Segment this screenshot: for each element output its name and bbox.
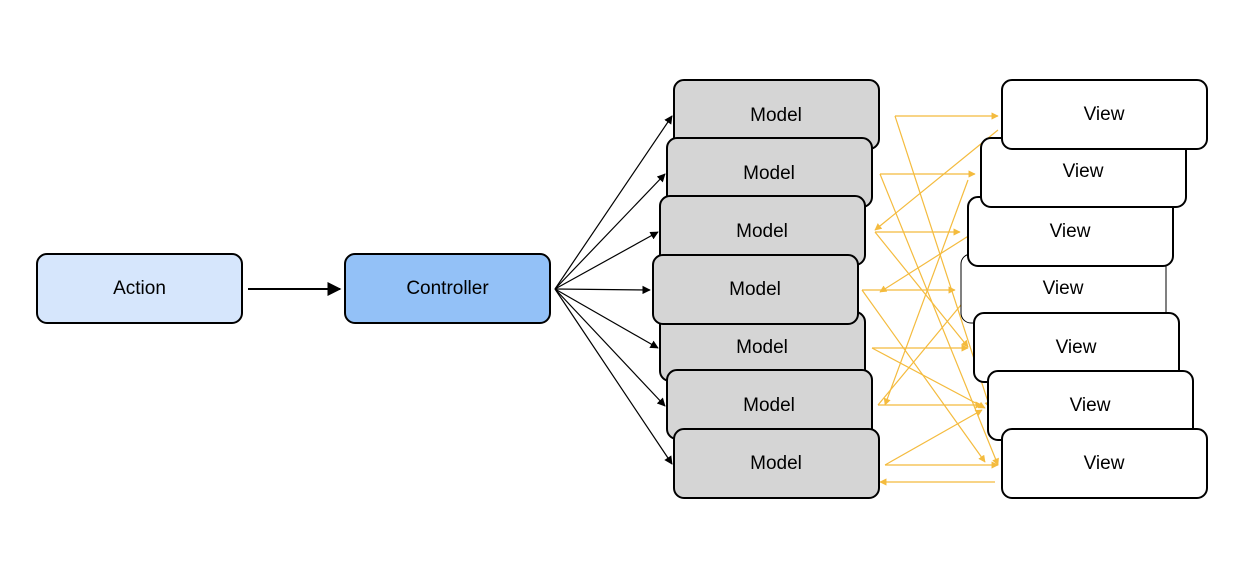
model-node: Model xyxy=(659,311,866,382)
view-stack: View View View View View View View xyxy=(960,79,1208,499)
controller-to-model-arrow xyxy=(554,173,666,290)
controller-to-model-arrow xyxy=(554,115,673,290)
model-node: Model xyxy=(652,254,859,325)
model-label: Model xyxy=(750,105,802,126)
controller-to-model-arrow xyxy=(554,231,659,290)
view-node: View xyxy=(973,312,1180,383)
model-view-arrow xyxy=(883,179,969,406)
view-label: View xyxy=(1084,104,1125,125)
controller-to-model-arrow xyxy=(554,285,651,295)
model-view-arrow xyxy=(877,287,976,406)
model-node: Model xyxy=(659,195,866,266)
view-label: View xyxy=(1043,278,1084,299)
controller-label: Controller xyxy=(406,278,489,299)
model-view-arrow xyxy=(879,234,971,293)
view-label: View xyxy=(1063,161,1104,182)
model-label: Model xyxy=(736,337,788,358)
model-view-arrows xyxy=(861,112,999,486)
controller-arrows xyxy=(248,115,673,465)
view-node: View xyxy=(987,370,1194,441)
controller-to-model-arrow xyxy=(554,288,673,465)
view-node: View xyxy=(1001,79,1208,150)
model-view-arrow xyxy=(871,347,986,409)
model-node: Model xyxy=(673,428,880,499)
controller-to-model-arrow xyxy=(554,288,666,407)
action-label: Action xyxy=(113,278,166,299)
view-label: View xyxy=(1056,337,1097,358)
model-view-arrow xyxy=(884,409,983,466)
view-label: View xyxy=(1070,395,1111,416)
controller-node: Controller xyxy=(344,253,551,324)
action-node: Action xyxy=(36,253,243,324)
model-label: Model xyxy=(736,221,788,242)
view-label: View xyxy=(1084,453,1125,474)
view-label: View xyxy=(1050,221,1091,242)
model-view-arrow xyxy=(879,173,999,466)
model-node: Model xyxy=(666,369,873,440)
model-label: Model xyxy=(743,163,795,184)
model-stack: Model Model Model Model Model Model Mode… xyxy=(652,79,880,499)
model-node: Model xyxy=(666,137,873,208)
model-label: Model xyxy=(750,453,802,474)
view-node: View xyxy=(1001,428,1208,499)
view-node: View xyxy=(967,196,1174,267)
model-label: Model xyxy=(729,279,781,300)
controller-to-model-arrow xyxy=(554,288,659,349)
model-view-arrow xyxy=(874,129,999,231)
model-label: Model xyxy=(743,395,795,416)
